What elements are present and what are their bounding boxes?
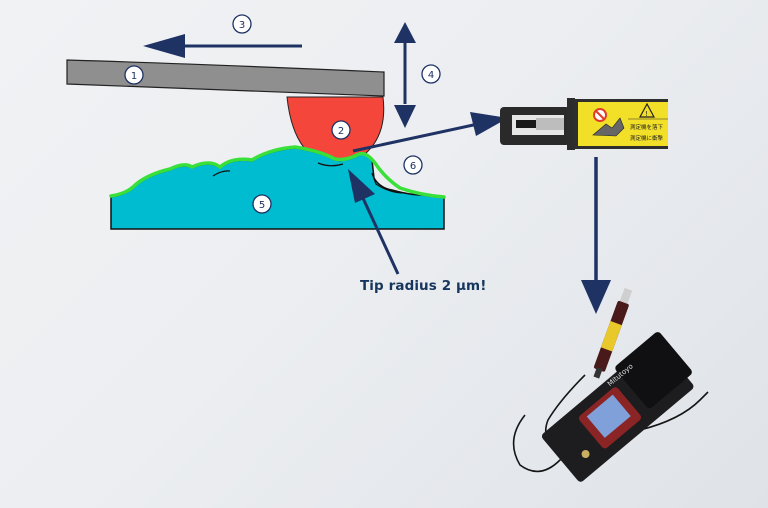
tip-radius-caption: Tip radius 2 µm! (360, 278, 487, 294)
workpiece (110, 147, 445, 230)
svg-text:!: ! (645, 110, 648, 118)
tip-to-detector-arrow (352, 112, 508, 153)
detector-warning-text-2: 測定機に衝撃 (630, 134, 664, 142)
detector-unit: ! 測定機を落下 測定機に衝撃 (500, 98, 668, 150)
portable-roughness-tester: Mitutoyo (512, 287, 709, 482)
tip-radius-arrow (348, 169, 400, 275)
label-4: 4 (421, 64, 441, 84)
label-3: 3 (232, 14, 252, 34)
label-2-text: 2 (338, 126, 344, 137)
profile-valley-marks (212, 162, 403, 194)
vertical-displacement-arrow (394, 22, 416, 128)
no-entry-icon (593, 108, 607, 122)
warning-triangle-icon: ! (638, 102, 656, 118)
label-5-text: 5 (259, 200, 265, 211)
detector-to-tester-arrow (581, 157, 611, 314)
label-5: 5 (252, 194, 272, 214)
cantilever-arm (66, 59, 385, 97)
label-6-text: 6 (410, 161, 416, 172)
label-2: 2 (331, 120, 351, 140)
label-3-text: 3 (239, 20, 245, 31)
label-6: 6 (403, 155, 423, 175)
label-4-text: 4 (428, 70, 434, 81)
detector-warning-text-1: 測定機を落下 (630, 123, 664, 131)
label-1: 1 (124, 65, 144, 85)
measured-profile (109, 145, 446, 199)
traverse-arrow (143, 34, 302, 58)
label-1-text: 1 (131, 71, 137, 82)
